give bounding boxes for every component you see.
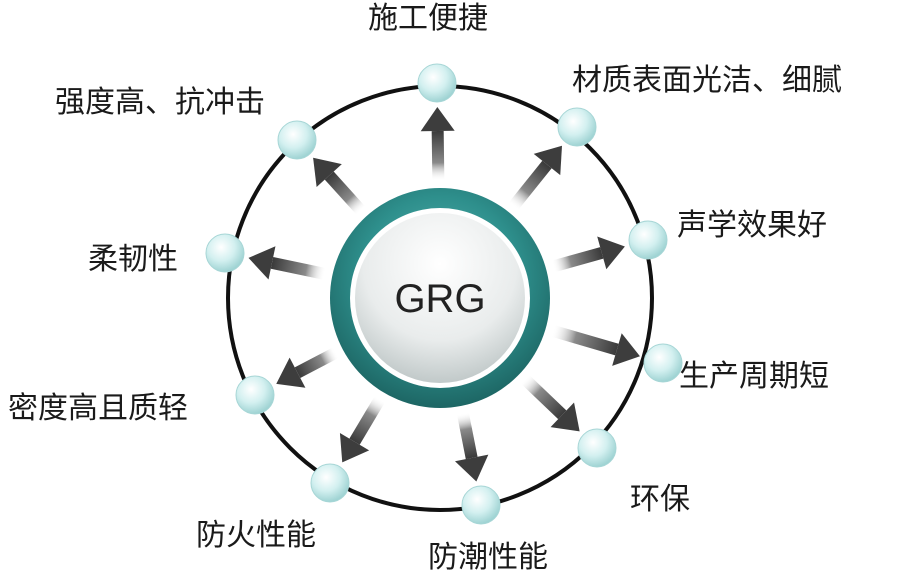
node-surface <box>557 107 597 147</box>
node-strength <box>277 120 317 160</box>
label-strength: 强度高、抗冲击 <box>55 85 265 120</box>
node-construction <box>417 63 457 103</box>
label-production: 生产周期短 <box>679 359 829 394</box>
node-moisture <box>461 485 501 525</box>
arrow-density <box>276 347 339 388</box>
label-eco: 环保 <box>630 482 690 517</box>
center-node: GRG <box>330 188 550 408</box>
arrow-eco <box>521 375 580 432</box>
node-flexibility <box>205 233 245 273</box>
arrow-production <box>551 325 640 366</box>
label-acoustic: 声学效果好 <box>677 208 827 243</box>
arrow-strength <box>313 157 366 215</box>
center-label: GRG <box>394 277 485 321</box>
label-surface: 材质表面光洁、细腻 <box>572 63 842 98</box>
node-fire <box>310 463 350 503</box>
node-eco <box>577 428 617 468</box>
arrow-moisture <box>454 412 489 482</box>
label-moisture: 防潮性能 <box>428 540 548 575</box>
node-density <box>235 375 275 415</box>
label-density: 密度高且质轻 <box>8 391 188 426</box>
arrow-flexibility <box>248 246 326 280</box>
label-fire: 防火性能 <box>196 518 316 553</box>
arrows-group <box>248 106 640 482</box>
label-construction: 施工便捷 <box>368 1 488 36</box>
node-acoustic <box>628 220 668 260</box>
arrow-construction <box>420 106 455 181</box>
arrow-fire <box>339 396 385 463</box>
arrow-surface <box>509 145 562 210</box>
nodes-group <box>205 63 683 525</box>
arrow-acoustic <box>552 236 625 273</box>
node-production <box>643 343 683 383</box>
label-flexibility: 柔韧性 <box>88 242 178 277</box>
